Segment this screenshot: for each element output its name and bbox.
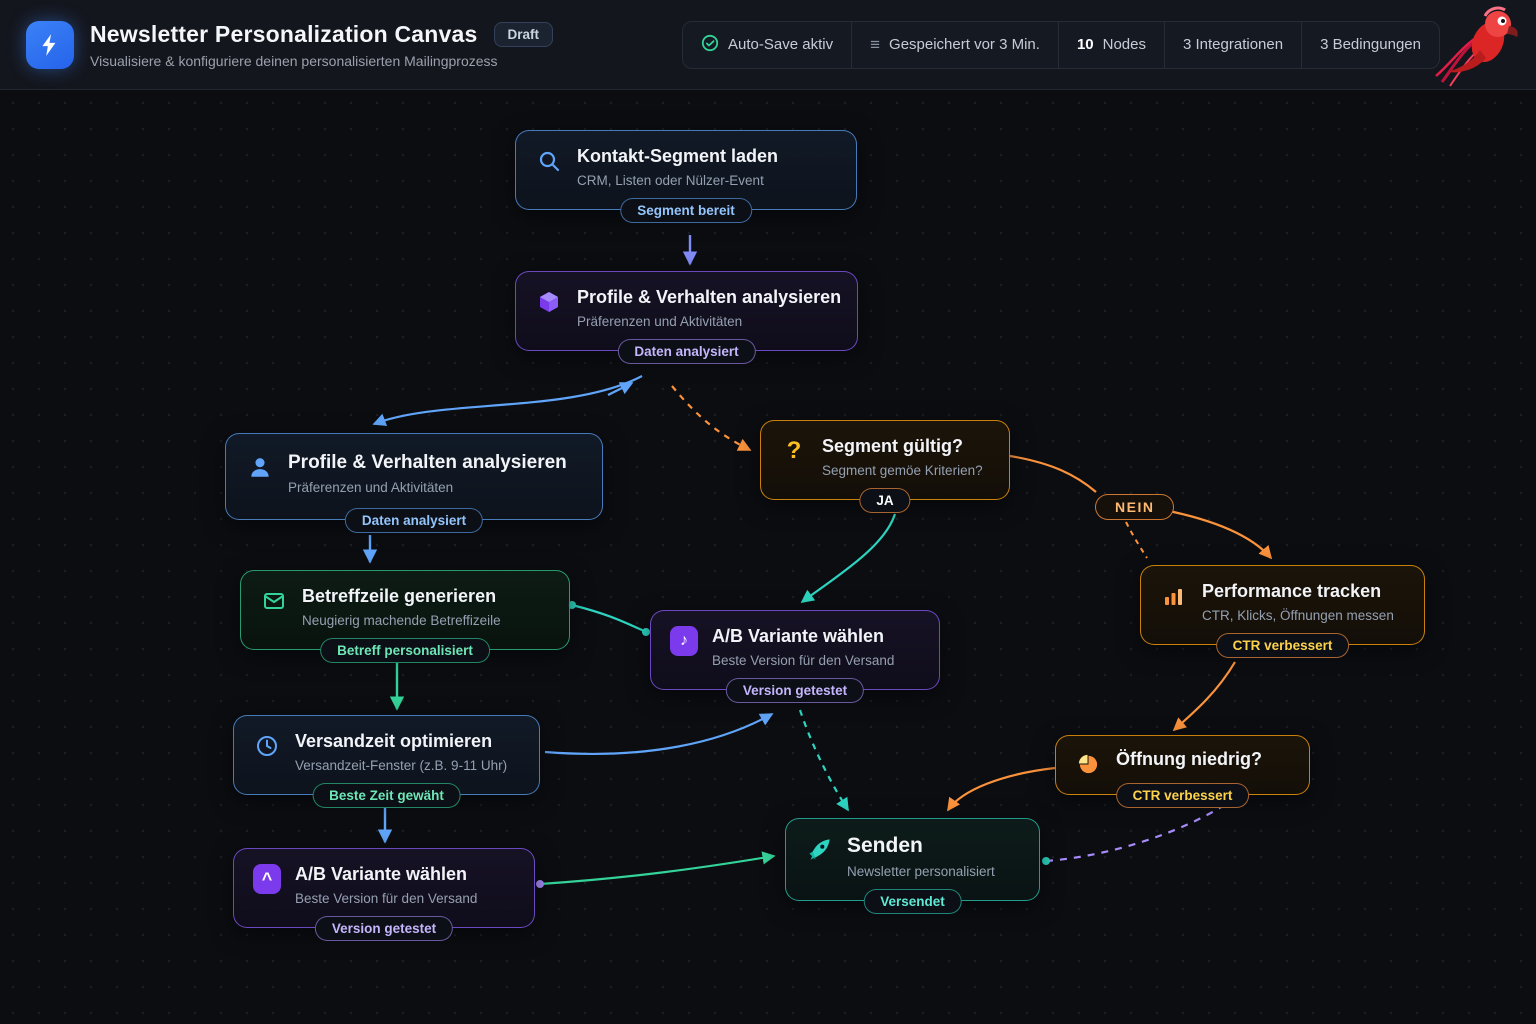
node-performance-tracken[interactable]: Performance tracken CTR, Klicks, Öffnung… <box>1140 565 1425 658</box>
saved-label: Gespeichert vor 3 Min. <box>889 36 1040 53</box>
node-subtitle: Segment gemöe Kriterien? <box>822 463 983 478</box>
parrot-logo <box>1422 2 1522 93</box>
node-profile-verhalten-left[interactable]: Profile & Verhalten analysieren Präferen… <box>225 433 603 533</box>
edge-label-nein: NEIN <box>1095 494 1175 520</box>
node-ab-variante-bottom[interactable]: ^ A/B Variante wählen Beste Version für … <box>233 848 535 941</box>
node-subtitle: Beste Version für den Versand <box>295 891 478 906</box>
node-title: Kontakt-Segment laden <box>577 146 779 166</box>
pie-icon <box>1074 750 1102 778</box>
caret-icon: ^ <box>253 864 281 894</box>
list-icon: ≡ <box>870 34 881 54</box>
node-versandzeit-optimieren[interactable]: Versandzeit optimieren Versandzeit-Fenst… <box>233 715 540 808</box>
node-ab-variante-mid[interactable]: ♪ A/B Variante wählen Beste Version für … <box>650 610 940 703</box>
edges-layer <box>362 235 1273 888</box>
node-title: Segment gültig? <box>822 436 963 456</box>
autosave-status: Auto-Save aktiv <box>683 22 851 68</box>
node-title: Performance tracken <box>1202 581 1382 601</box>
mail-icon <box>260 587 288 615</box>
status-badge: Beste Zeit gewäht <box>312 783 461 808</box>
question-icon: ? <box>786 437 802 464</box>
check-circle-icon <box>701 34 719 56</box>
clock-icon <box>253 732 281 760</box>
node-oeffnung-niedrig[interactable]: Öffnung niedrig? CTR verbessert <box>1055 735 1310 808</box>
status-badge: CTR verbessert <box>1115 783 1250 808</box>
bar-chart-icon <box>1160 582 1188 610</box>
conditions-count: 3 Bedingungen <box>1301 21 1439 68</box>
status-badge-ja: JA <box>859 488 911 513</box>
cube-icon <box>535 288 563 316</box>
header: Newsletter Personalization Canvas Draft … <box>0 0 1536 90</box>
user-icon <box>246 453 274 481</box>
node-subtitle: Präferenzen und Aktivitäten <box>288 480 454 495</box>
node-subtitle: Newsletter personalisiert <box>847 864 995 879</box>
node-subtitle: CTR, Klicks, Öffnungen messen <box>1202 608 1394 623</box>
page-subtitle: Visualisiere & konfiguriere deinen perso… <box>90 52 498 69</box>
node-subtitle: Beste Version für den Versand <box>712 653 895 668</box>
node-title: Senden <box>847 834 923 857</box>
flow-canvas[interactable]: Kontakt-Segment laden CRM, Listen oder N… <box>0 90 1536 1024</box>
node-title: Öffnung niedrig? <box>1116 749 1262 769</box>
status-bar: Auto-Save aktiv ≡ Gespeichert vor 3 Min.… <box>682 20 1440 69</box>
page-title: Newsletter Personalization Canvas <box>90 20 478 47</box>
rocket-icon <box>805 835 833 863</box>
node-title: A/B Variante wählen <box>295 864 468 884</box>
node-segment-gueltig[interactable]: ? Segment gültig? Segment gemöe Kriterie… <box>760 420 1010 513</box>
node-kontakt-segment-laden[interactable]: Kontakt-Segment laden CRM, Listen oder N… <box>515 130 857 223</box>
node-title: Betreffzeile generieren <box>302 586 497 606</box>
node-title: Profile & Verhalten analysieren <box>577 287 842 307</box>
autosave-label: Auto-Save aktiv <box>728 36 834 53</box>
status-badge: Daten analysiert <box>344 508 484 533</box>
node-title: A/B Variante wählen <box>712 626 885 646</box>
status-badge: Betreff personalisiert <box>320 638 490 663</box>
status-badge: Daten analysiert <box>617 339 756 364</box>
status-badge: Version getestet <box>314 916 454 941</box>
node-senden[interactable]: Senden Newsletter personalisiert Versend… <box>785 818 1040 914</box>
status-badge: Versendet <box>863 889 962 914</box>
node-title: Versandzeit optimieren <box>295 731 493 751</box>
status-badge: Segment bereit <box>620 198 752 223</box>
node-subtitle: Versandzeit-Fenster (z.B. 9-11 Uhr) <box>295 758 508 773</box>
node-subtitle: Präferenzen und Aktivitäten <box>577 314 743 329</box>
node-title: Profile & Verhalten analysieren <box>288 452 567 473</box>
node-profile-verhalten-top[interactable]: Profile & Verhalten analysieren Präferen… <box>515 271 858 364</box>
note-icon: ♪ <box>670 626 698 656</box>
draft-badge: Draft <box>493 21 554 47</box>
app-logo-bolt-icon <box>26 20 74 69</box>
node-subtitle: CRM, Listen oder Nülzer-Event <box>577 173 764 188</box>
integrations-count: 3 Integrationen <box>1163 21 1301 68</box>
nodes-count: 10 Nodes <box>1057 21 1164 68</box>
saved-status: ≡ Gespeichert vor 3 Min. <box>851 21 1058 68</box>
node-betreffzeile-generieren[interactable]: Betreffzeile generieren Neugierig machen… <box>240 570 570 663</box>
node-subtitle: Neugierig machende Betreffizeile <box>302 613 501 628</box>
status-badge: CTR verbessert <box>1215 633 1350 658</box>
search-icon <box>535 147 563 175</box>
status-badge: Version getestet <box>725 678 865 703</box>
